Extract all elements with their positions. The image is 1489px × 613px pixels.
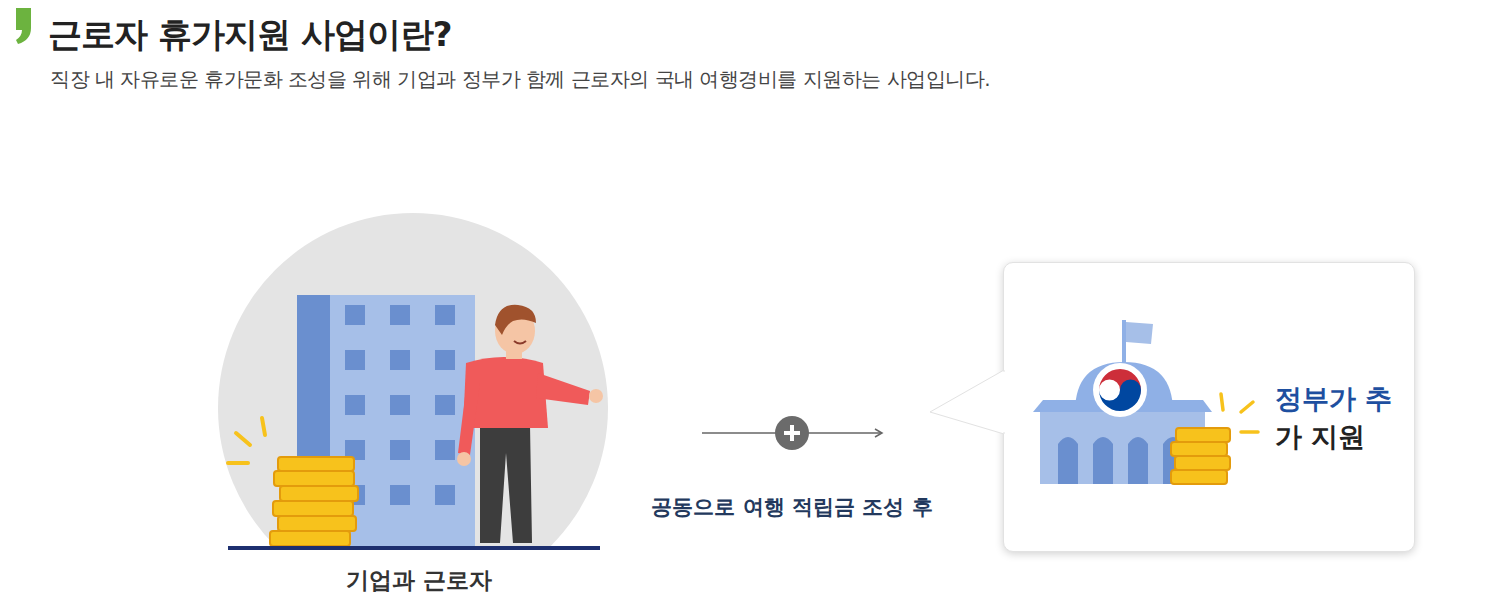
company-illustration xyxy=(218,213,608,608)
plus-circle xyxy=(775,416,809,450)
edge-label: 공동으로 여행 적립금 조성 후 xyxy=(648,493,935,521)
node-label: 기업과 근로자 xyxy=(218,565,620,596)
government-callout-box: 정부가 추가 지원 xyxy=(1003,262,1415,552)
company-worker-circle: 기업과 근로자 xyxy=(218,213,620,608)
quote-mark xyxy=(16,8,31,44)
plus-sign xyxy=(784,425,800,441)
page-title: 근로자 휴가지원 사업이란? xyxy=(48,12,451,58)
node-label: 정부가 추가 지원 xyxy=(1275,380,1399,456)
plus-icon xyxy=(775,416,809,450)
subtitle-text: 직장 내 자유로운 휴가문화 조성을 위해 기업과 정부가 함께 근로자의 국내… xyxy=(50,66,990,93)
